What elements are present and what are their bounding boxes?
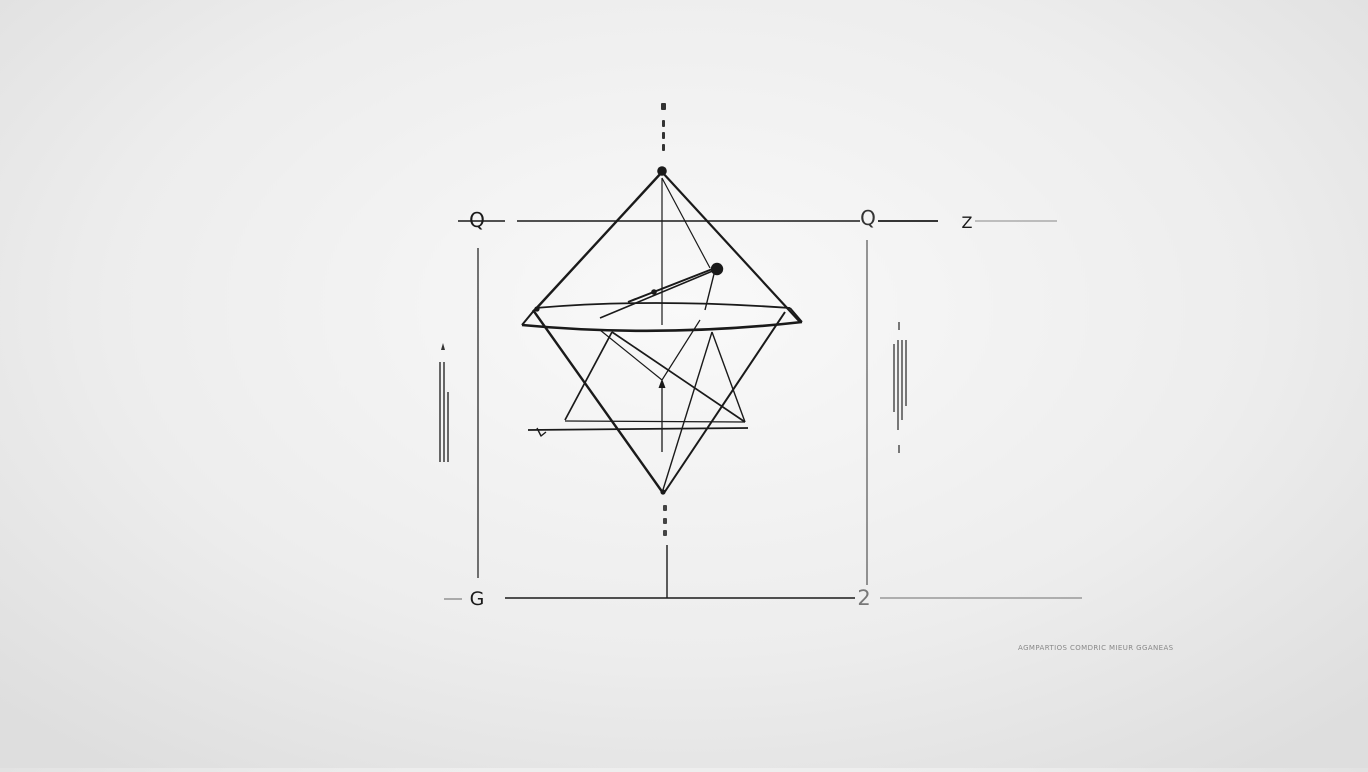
arm-joint-vertex [651,289,657,295]
bottom-glyph-column [663,505,667,536]
base-line [527,427,749,431]
inner-diagonal-4 [711,331,746,423]
arm-line-lower [599,269,716,319]
vertex-points [534,166,724,495]
frame-lines [444,220,1082,600]
left-side-annotation [439,343,449,462]
ring-left-vertex [534,306,540,312]
upper-left-edge [532,171,663,313]
label-top-far-right: Z [962,213,973,232]
label-bottom-right: 2 [857,586,870,610]
base-line-upper [564,420,746,423]
inner-diagonal-3 [661,331,713,494]
inner-slant-line [661,177,711,269]
label-top-right: Q [860,206,876,230]
bottom-vertex [660,489,666,495]
inner-diagonal-2 [564,331,613,421]
inner-diagonal-6 [661,319,701,381]
upper-right-edge [661,171,801,323]
arm-line-upper [627,267,716,303]
inner-diagonal-1 [611,331,746,423]
base-hook [536,427,547,437]
ring-front [521,320,803,333]
right-side-annotation [893,322,907,453]
lower-left-edge [532,309,664,494]
lower-right-edge [663,311,786,494]
ring-right-cap [789,307,803,323]
label-top-left: Q [469,208,485,232]
apex-vertex [657,166,667,176]
label-bottom-left: G [470,588,485,610]
arm-vertex [710,262,724,276]
apex-glyph-column [661,103,666,151]
ring-back [534,302,791,309]
inner-arrow-head [658,379,666,389]
inner-diagonal-5 [599,329,663,381]
geometric-figure [521,171,803,494]
footer-caption: AGMPARTIOS COMDRIC MIEUR GGANEAS [1018,644,1174,652]
arm-vertical [704,269,716,311]
